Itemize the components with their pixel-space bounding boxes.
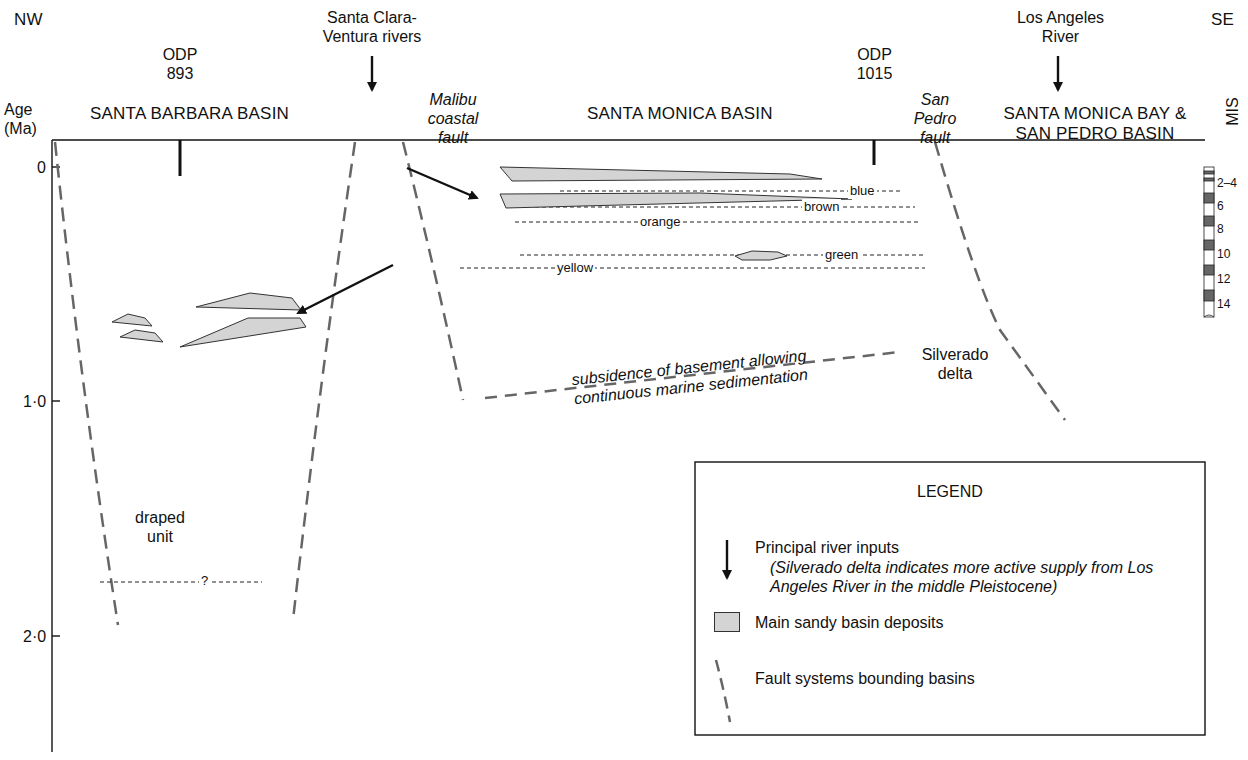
mis-stage: 8 xyxy=(1217,222,1224,236)
site-label: ODP 893 xyxy=(160,45,200,83)
axis-tick-label: 1·0 xyxy=(23,392,46,411)
query-mark: ? xyxy=(199,573,210,589)
horizon-label: orange xyxy=(638,214,682,230)
fault-name: San Pedro fault xyxy=(910,90,960,148)
legend-swatch xyxy=(714,612,740,632)
basin-name: SANTA MONICA BASIN xyxy=(587,104,773,124)
unit-label: draped unit xyxy=(130,508,190,546)
basin-name: SANTA BARBARA BASIN xyxy=(90,104,289,124)
axis-tick-label: 0 xyxy=(37,158,46,177)
legend-note: (Silverado delta indicates more active s… xyxy=(770,558,1190,596)
mis-stage: 12 xyxy=(1217,272,1230,286)
horizon-label: brown xyxy=(802,199,841,215)
delta-label: Silverado delta xyxy=(915,345,995,383)
basin-name: SANTA MONICA BAY & SAN PEDRO BASIN xyxy=(1000,104,1190,145)
fault-name: Malibu coastal fault xyxy=(423,90,483,148)
compass-label: SE xyxy=(1211,10,1234,30)
axis-tick-label: 2·0 xyxy=(23,627,46,646)
horizon-label: yellow xyxy=(555,260,595,276)
horizon-label: green xyxy=(823,247,860,263)
site-label: ODP 1015 xyxy=(852,45,897,83)
note-label: subsidence of basement allowing continuo… xyxy=(549,343,831,410)
legend-text: Main sandy basin deposits xyxy=(755,613,944,632)
mis-stage: 6 xyxy=(1217,199,1224,213)
legend-text: Fault systems bounding basins xyxy=(755,669,975,688)
legend-title: LEGEND xyxy=(917,482,983,501)
river-label: Los Angeles River xyxy=(1013,8,1108,46)
column-title: MIS xyxy=(1223,97,1242,125)
mis-stage: 2–4 xyxy=(1217,176,1237,190)
legend-text: Principal river inputs xyxy=(755,538,899,557)
compass-label: NW xyxy=(14,10,43,30)
mis-stage: 14 xyxy=(1217,297,1230,311)
horizon-label: blue xyxy=(848,183,877,199)
axis-title: Age (Ma) xyxy=(4,100,48,138)
mis-stage: 10 xyxy=(1217,247,1230,261)
river-label: Santa Clara-Ventura rivers xyxy=(312,8,432,46)
